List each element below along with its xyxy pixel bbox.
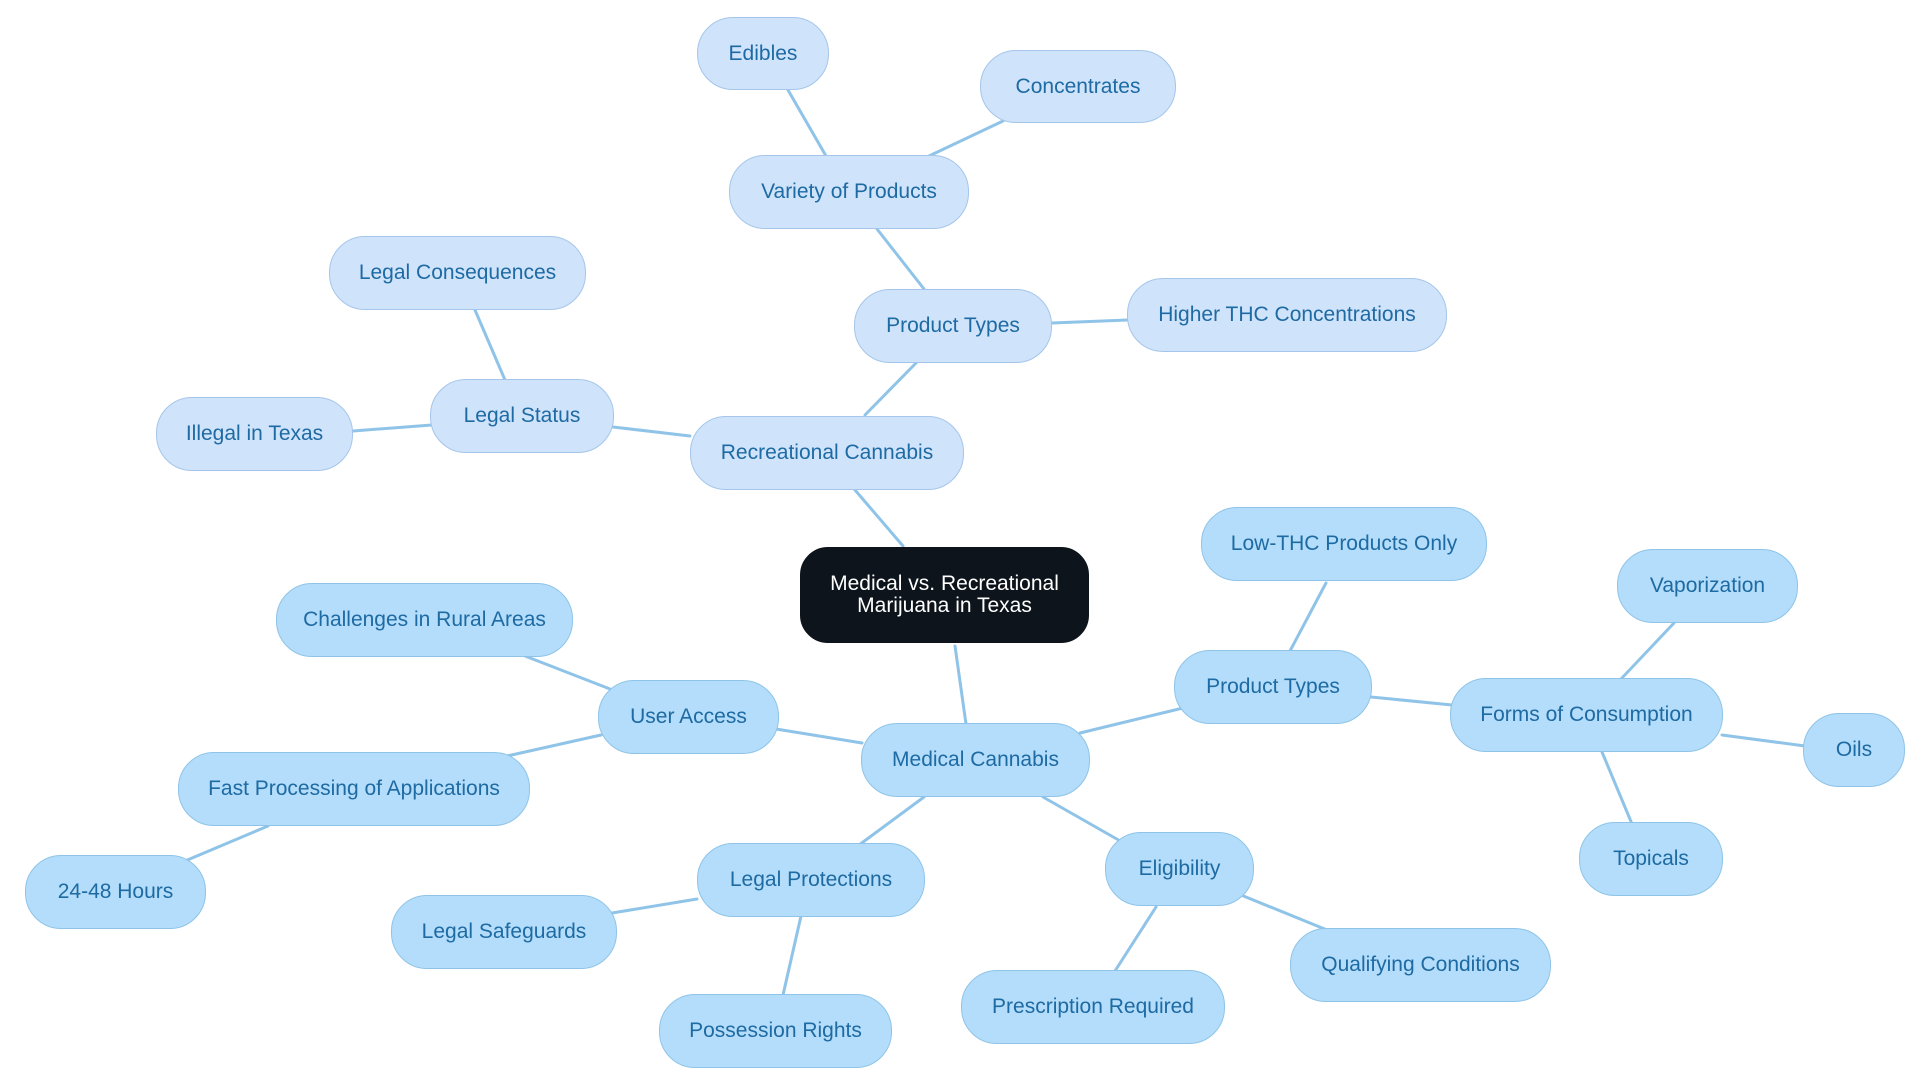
prescription-required-label: Prescription Required — [992, 995, 1194, 1018]
edge-medical-eligibility — [1041, 795, 1124, 844]
fast-processing-node[interactable]: Fast Processing of Applications — [178, 752, 530, 826]
edge-product-types-variety — [875, 227, 926, 291]
edge-variety-concentrates — [927, 119, 1005, 158]
edge-recreational-product-types — [863, 360, 919, 417]
edge-medical-product-types — [1078, 706, 1185, 735]
edge-forms-vaporization — [1619, 621, 1676, 681]
edge-protections-possession — [781, 914, 803, 997]
prescription-required-node[interactable]: Prescription Required — [961, 970, 1225, 1044]
forms-of-consumption-node[interactable]: Forms of Consumption — [1450, 678, 1723, 752]
illegal-in-texas-label: Illegal in Texas — [185, 422, 324, 445]
root-label: Medical vs. Recreational Marijuana in Te… — [830, 572, 1059, 617]
edge-recreational-legal-status — [611, 425, 692, 438]
variety-of-products-label: Variety of Products — [761, 180, 937, 203]
edge-forms-oils — [1720, 733, 1807, 748]
eligibility-label: Eligibility — [1138, 857, 1221, 880]
edge-protections-safeguards — [610, 897, 699, 915]
illegal-in-texas-node[interactable]: Illegal in Texas — [156, 397, 353, 471]
24-48-hours-node[interactable]: 24-48 Hours — [25, 855, 206, 929]
legal-safeguards-label: Legal Safeguards — [421, 920, 587, 943]
low-thc-node[interactable]: Low-THC Products Only — [1201, 507, 1487, 581]
legal-safeguards-node[interactable]: Legal Safeguards — [391, 895, 617, 969]
medical-cannabis-label: Medical Cannabis — [892, 748, 1059, 771]
medical-product-types-label: Product Types — [1206, 675, 1340, 698]
edibles-label: Edibles — [728, 41, 798, 65]
low-thc-label: Low-THC Products Only — [1230, 532, 1458, 555]
24-48-hours-label: 24-48 Hours — [57, 880, 174, 903]
variety-of-products-node[interactable]: Variety of Products — [729, 155, 969, 229]
user-access-node[interactable]: User Access — [598, 680, 779, 754]
legal-status-label: Legal Status — [463, 404, 581, 427]
higher-thc-label: Higher THC Concentrations — [1158, 303, 1416, 326]
legal-protections-node[interactable]: Legal Protections — [697, 843, 925, 917]
vaporization-label: Vaporization — [1649, 574, 1766, 597]
topicals-node[interactable]: Topicals — [1579, 822, 1723, 896]
qualifying-conditions-label: Qualifying Conditions — [1321, 953, 1520, 976]
rural-challenges-label: Challenges in Rural Areas — [303, 608, 546, 631]
user-access-label: User Access — [630, 705, 747, 728]
medical-cannabis-node[interactable]: Medical Cannabis — [861, 723, 1090, 797]
concentrates-node[interactable]: Concentrates — [980, 50, 1176, 123]
edge-eligibility-prescription — [1113, 905, 1158, 973]
fast-processing-label: Fast Processing of Applications — [208, 777, 500, 800]
root-node[interactable]: Medical vs. Recreational Marijuana in Te… — [800, 547, 1089, 643]
rural-challenges-node[interactable]: Challenges in Rural Areas — [276, 583, 573, 657]
legal-protections-label: Legal Protections — [729, 868, 893, 891]
forms-of-consumption-label: Forms of Consumption — [1480, 703, 1693, 726]
vaporization-node[interactable]: Vaporization — [1617, 549, 1798, 623]
edge-fast-hours — [183, 824, 270, 863]
edibles-node[interactable]: Edibles — [697, 17, 829, 90]
medical-product-types-node[interactable]: Product Types — [1174, 650, 1372, 724]
higher-thc-node[interactable]: Higher THC Concentrations — [1127, 278, 1447, 352]
legal-consequences-label: Legal Consequences — [358, 261, 557, 284]
edge-variety-edibles — [786, 88, 828, 158]
oils-node[interactable]: Oils — [1803, 713, 1905, 787]
edge-medical-user-access — [774, 727, 864, 745]
qualifying-conditions-node[interactable]: Qualifying Conditions — [1290, 928, 1551, 1002]
oils-label: Oils — [1835, 738, 1873, 761]
recreational-cannabis-label: Recreational Cannabis — [720, 441, 934, 464]
edge-root-medical — [953, 644, 968, 726]
recreational-product-types-node[interactable]: Product Types — [854, 289, 1052, 363]
recreational-cannabis-node[interactable]: Recreational Cannabis — [690, 416, 964, 490]
edge-product-types-low-thc — [1288, 581, 1328, 653]
legal-status-node[interactable]: Legal Status — [430, 379, 614, 453]
edge-legal-status-consequences — [473, 308, 507, 382]
possession-rights-label: Possession Rights — [689, 1019, 862, 1042]
edge-forms-topicals — [1600, 750, 1634, 826]
edge-product-types-forms — [1369, 695, 1454, 707]
edge-root-recreational — [853, 488, 905, 548]
edge-legal-status-illegal — [351, 423, 434, 433]
edge-product-types-higher-thc — [1050, 318, 1130, 325]
topicals-label: Topicals — [1613, 847, 1689, 870]
eligibility-node[interactable]: Eligibility — [1105, 832, 1254, 906]
concentrates-label: Concentrates — [1015, 74, 1141, 98]
edge-user-access-fast — [505, 733, 603, 758]
possession-rights-node[interactable]: Possession Rights — [659, 994, 892, 1068]
edge-user-access-rural — [523, 654, 612, 691]
edge-medical-legal-protections — [857, 795, 926, 847]
edge-eligibility-conditions — [1239, 893, 1334, 934]
legal-consequences-node[interactable]: Legal Consequences — [329, 236, 586, 310]
recreational-product-types-label: Product Types — [886, 314, 1020, 337]
